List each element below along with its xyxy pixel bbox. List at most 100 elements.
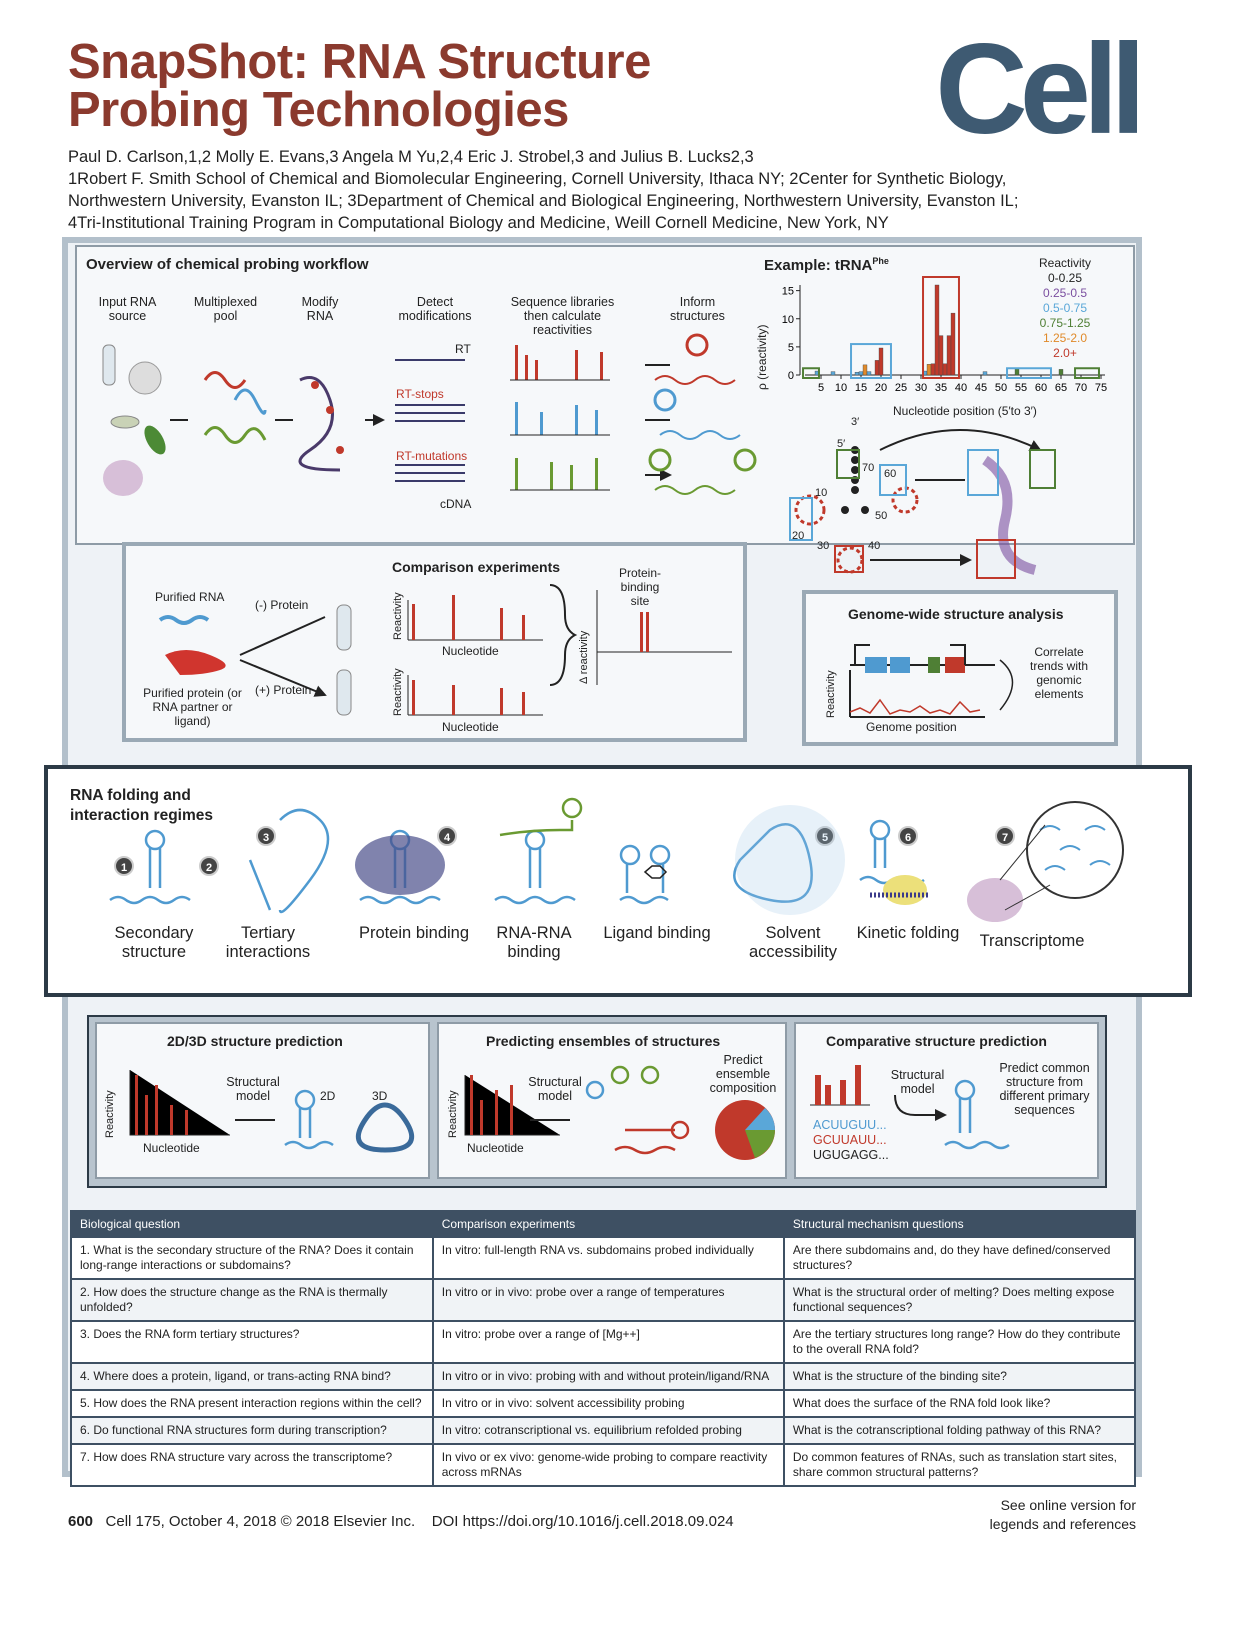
reactivity-label: Reactivity — [104, 1090, 116, 1138]
affiliation: 4Tri-Institutional Training Program in C… — [68, 214, 889, 232]
online-note-line: See online version for — [1000, 1497, 1136, 1513]
footer: 600 Cell 175, October 4, 2018 © 2018 Els… — [68, 1513, 734, 1530]
reactivity-label: Reactivity — [825, 670, 837, 718]
comparative-prediction-title: Comparative structure prediction — [826, 1033, 1047, 1049]
legend-item: 0.25-0.5 — [1042, 286, 1088, 300]
title-line-1: SnapShot: RNA Structure — [68, 35, 651, 89]
authors: Paul D. Carlson,1,2 Molly E. Evans,3 Ang… — [68, 148, 754, 166]
y-tick-label: 5 — [788, 342, 794, 354]
column-header: Comparison experiments — [431, 1210, 785, 1238]
x-tick-label: 15 — [855, 382, 867, 394]
table-row: 6. Do functional RNA structures form dur… — [70, 1416, 1137, 1445]
legend-item: 1.25-2.0 — [1042, 331, 1088, 345]
x-tick-label: 5 — [818, 382, 824, 394]
affiliation: 1Robert F. Smith School of Chemical and … — [68, 170, 1007, 188]
regime-tertiary-interactions: Tertiary interactions — [225, 924, 311, 961]
bar — [866, 371, 872, 376]
correlate-label: Correlate trends with genomic elements — [1029, 645, 1089, 701]
x-tick-label: 75 — [1095, 382, 1107, 394]
table-cell: What is the cotranscriptional folding pa… — [782, 1416, 1137, 1445]
table-cell: In vivo or ex vivo: genome-wide probing … — [431, 1443, 785, 1487]
structure-label: 30 — [817, 540, 830, 552]
table-cell: In vitro: probe over a range of [Mg++] — [431, 1320, 785, 1364]
table-cell: In vitro: full-length RNA vs. subdomains… — [431, 1236, 785, 1280]
legend-item: 0.5-0.75 — [1042, 301, 1088, 315]
rt-label: RT — [455, 342, 471, 356]
table-cell: What is the structural order of melting?… — [782, 1278, 1137, 1322]
x-tick-label: 60 — [1035, 382, 1047, 394]
ensemble-prediction-title: Predicting ensembles of structures — [486, 1033, 721, 1049]
y-tick-label: 15 — [782, 286, 794, 298]
sequence-2: GCUUAUU... — [813, 1133, 887, 1147]
regimes-illustrations — [109, 797, 1124, 922]
table-row: 4. Where does a protein, ligand, or tran… — [70, 1362, 1137, 1391]
regime-secondary-structure: Secondary structure — [114, 924, 194, 961]
rt-stops-label: RT-stops — [396, 387, 444, 401]
table-row: 5. How does the RNA present interaction … — [70, 1389, 1137, 1418]
regime-solvent-accessibility: Solvent accessibility — [748, 924, 838, 961]
bar — [1058, 369, 1064, 376]
bar — [830, 371, 836, 376]
bar — [854, 371, 860, 376]
highlight-box — [922, 276, 960, 379]
binding-site-label: Protein-binding site — [618, 566, 662, 608]
nucleotide-label: Nucleotide — [442, 720, 499, 734]
questions-table: Biological question Comparison experimen… — [70, 1210, 1137, 1487]
bar — [934, 284, 940, 376]
regime-number-badge: 7 — [995, 826, 1015, 846]
table-cell: 2. How does the structure change as the … — [70, 1278, 434, 1322]
legend-title: Reactivity — [1038, 256, 1091, 270]
regime-ligand-binding: Ligand binding — [603, 924, 711, 942]
table-cell: 3. Does the RNA form tertiary structures… — [70, 1320, 434, 1364]
purified-protein-label: Purified protein (or RNA partner or liga… — [143, 686, 242, 728]
bar — [950, 312, 956, 376]
nucleotide-label: Nucleotide — [442, 644, 499, 658]
table-cell: What is the structure of the binding sit… — [782, 1362, 1137, 1391]
legend-item: 2.0+ — [1053, 346, 1077, 360]
structural-model-label: Structural model — [226, 1075, 280, 1103]
structure-label: 10 — [815, 487, 828, 499]
table-cell: 7. How does RNA structure vary across th… — [70, 1443, 434, 1487]
doi-link[interactable]: DOI https://doi.org/10.1016/j.cell.2018.… — [431, 1513, 734, 1530]
rt-mutations-label: RT-mutations — [396, 449, 468, 463]
nucleotide-label: Nucleotide — [143, 1141, 200, 1155]
x-axis-label: Nucleotide position (5′to 3′) — [893, 404, 1037, 418]
table-cell: Are there subdomains and, do they have d… — [782, 1236, 1137, 1280]
y-axis-label: ρ (reactivity) — [755, 324, 769, 391]
x-tick-label: 65 — [1055, 382, 1067, 394]
predict-common-label: Predict common structure from different … — [999, 1061, 1090, 1117]
column-header: Structural mechanism questions — [782, 1210, 1137, 1238]
page-number: 600 — [68, 1513, 94, 1530]
prediction-illustrations — [129, 1065, 1010, 1160]
cdna-label: cDNA — [440, 497, 472, 511]
genome-illustration — [849, 644, 1014, 718]
nucleotide-label: Nucleotide — [467, 1141, 524, 1155]
highlight-box — [1074, 367, 1100, 379]
example-title: Example: tRNAPhe — [764, 256, 889, 274]
table-cell: In vitro or in vivo: probing with and wi… — [431, 1362, 785, 1391]
step-label: Detect modifications — [398, 295, 472, 323]
bar — [938, 335, 944, 376]
affiliation: Northwestern University, Evanston IL; 3D… — [68, 192, 1019, 210]
bar — [1014, 368, 1020, 376]
2d-label: 2D — [320, 1089, 336, 1103]
bar — [930, 363, 936, 376]
genome-position-label: Genome position — [866, 720, 957, 734]
online-note-line: legends and references — [989, 1516, 1136, 1532]
x-tick-label: 45 — [975, 382, 987, 394]
regime-number-badge: 1 — [114, 856, 134, 876]
regime-transcriptome: Transcriptome — [979, 932, 1085, 950]
bar — [946, 335, 952, 376]
x-tick-label: 50 — [995, 382, 1007, 394]
structure-label: 20 — [792, 530, 805, 542]
genome-wide-title: Genome-wide structure analysis — [848, 606, 1064, 622]
regime-number-badge: 4 — [437, 826, 457, 846]
reactivity-label: Reactivity — [447, 1090, 459, 1138]
step-label: Input RNA source — [98, 295, 157, 323]
table-cell: Are the tertiary structures long range? … — [782, 1320, 1137, 1364]
x-tick-label: 30 — [915, 382, 927, 394]
bar — [982, 371, 988, 376]
legend-item: 0-0.25 — [1047, 271, 1083, 285]
regime-number-badge: 3 — [256, 826, 276, 846]
